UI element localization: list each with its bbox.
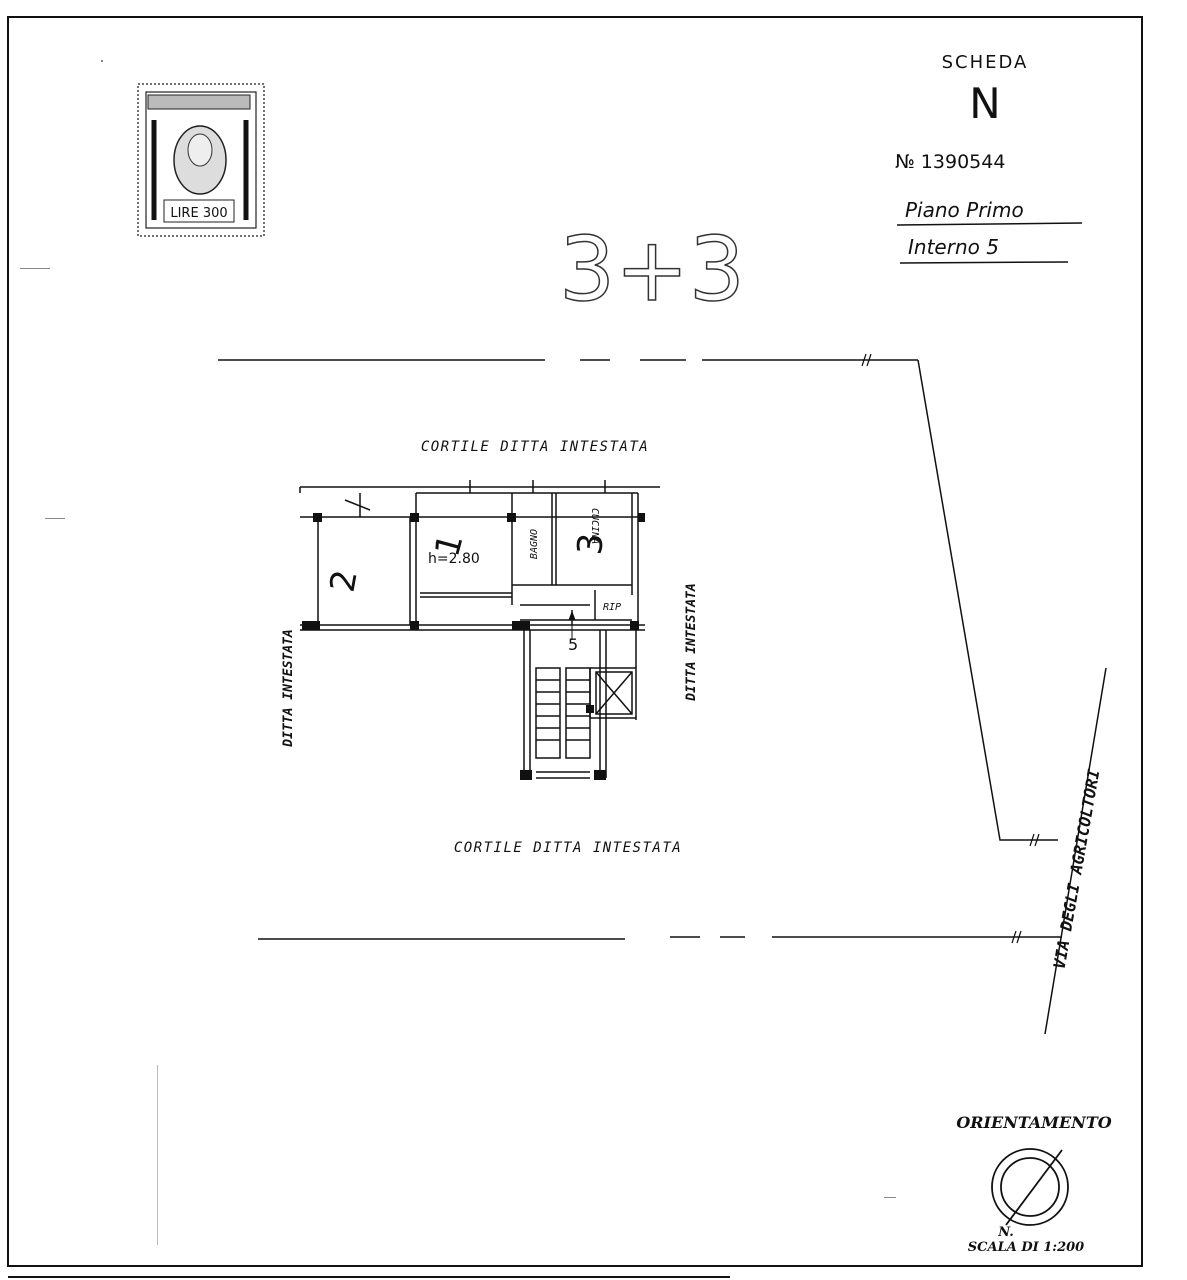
storage-label: RIP [603, 602, 621, 613]
unit-number-label: 5 [568, 635, 578, 654]
orientation-title: ORIENTAMENTO [956, 1113, 1111, 1132]
street-name: VIA DEGLI AGRICOLTORI [1050, 767, 1104, 970]
stamp-text: LIRE 300 [170, 206, 227, 221]
handwritten-mark: 3+3 [559, 218, 745, 321]
protocol-number: № 1390544 [895, 151, 1005, 173]
kitchen-label: CUCINA [589, 508, 600, 544]
courtyard-bottom-label: CORTILE DITTA INTESTATA [454, 840, 682, 856]
scale-label: SCALA DI 1:200 [968, 1240, 1084, 1255]
revenue-stamp: LIRE 300 [137, 83, 265, 237]
scheda-label: SCHEDA [942, 52, 1029, 73]
unit-label: Interno 5 [908, 235, 999, 259]
sheet-border [7, 16, 1143, 1267]
boundary-break-marks [861, 353, 1040, 944]
floor-underline [896, 222, 1083, 226]
height-label: h=2.80 [428, 551, 480, 567]
north-label: N. [997, 1225, 1014, 1240]
room-3-mark: 3 [570, 532, 612, 557]
courtyard-top-label: CORTILE DITTA INTESTATA [421, 439, 649, 455]
floor-label: Piano Primo [905, 198, 1024, 222]
boundary-lines [218, 359, 1107, 1035]
left-owner-label: DITTA INTESTATA [281, 629, 296, 747]
bathroom-label: BAGNO [529, 529, 540, 559]
unit-underline [899, 261, 1069, 264]
scan-artifacts [20, 60, 896, 1245]
room-2-mark: 2 [323, 567, 366, 595]
scheda-letter: N [969, 79, 1000, 128]
floor-plan [299, 480, 660, 779]
north-compass-icon [991, 1148, 1069, 1226]
structural-pillars [302, 513, 645, 780]
right-owner-label: DITTA INTESTATA [684, 583, 699, 701]
entry-arrow-icon [568, 610, 576, 640]
